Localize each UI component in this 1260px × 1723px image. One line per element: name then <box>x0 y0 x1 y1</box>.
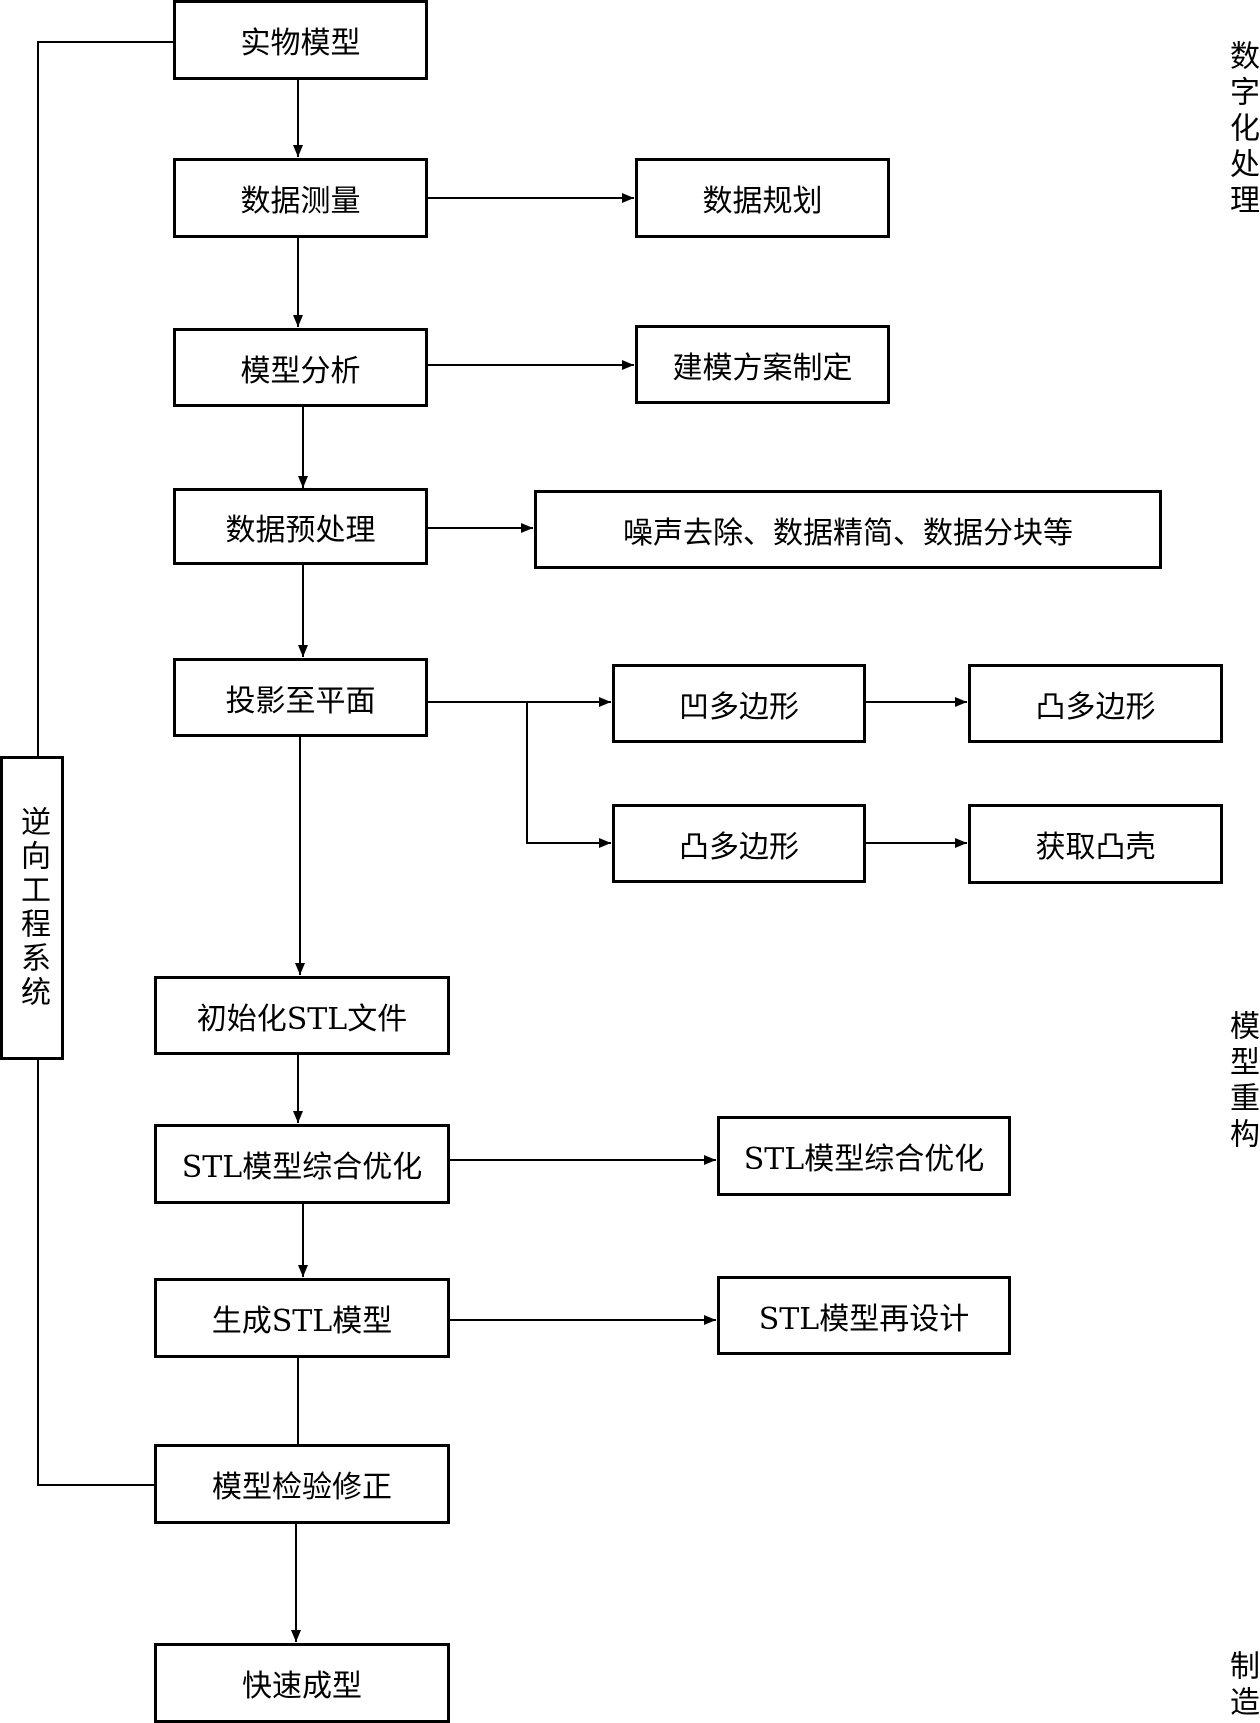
label-project-to-plane: 投影至平面 <box>225 683 376 719</box>
stage-label-manufacturing: 制造 <box>1224 1650 1259 1722</box>
label-stl-optimize-detail: STL模型综合优化 <box>743 1142 985 1177</box>
stage-label-reconstruction: 模型重构 <box>1224 1010 1259 1154</box>
label-data-planning: 数据规划 <box>702 184 823 219</box>
box-modeling-plan: 建模方案制定 <box>635 325 890 404</box>
box-project-to-plane: 投影至平面 <box>173 658 428 737</box>
box-physical-model: 实物模型 <box>173 0 428 80</box>
box-generate-stl: 生成STL模型 <box>154 1278 450 1358</box>
box-model-analysis: 模型分析 <box>173 328 428 407</box>
box-data-preprocessing: 数据预处理 <box>173 488 428 565</box>
feedback-loop-bottom <box>37 1060 154 1486</box>
label-preprocess-detail: 噪声去除、数据精简、数据分块等 <box>623 515 1073 551</box>
label-convex-polygon-right: 凸多边形 <box>1035 689 1156 725</box>
box-stl-redesign: STL模型再设计 <box>717 1276 1011 1355</box>
label-physical-model: 实物模型 <box>240 26 361 61</box>
label-convex-hull: 获取凸壳 <box>1035 830 1156 865</box>
feedback-loop-top <box>37 41 173 756</box>
label-data-measurement: 数据测量 <box>240 184 361 219</box>
box-init-stl-file: 初始化STL文件 <box>154 976 450 1055</box>
box-concave-polygon: 凹多边形 <box>612 664 866 743</box>
label-stl-redesign: STL模型再设计 <box>758 1301 970 1337</box>
label-generate-stl: 生成STL模型 <box>211 1304 393 1339</box>
label-data-preprocessing: 数据预处理 <box>225 512 376 548</box>
box-reverse-engineering-system: 逆向工程系统 <box>0 756 64 1060</box>
stage-label-digitizing: 数字化处理 <box>1224 40 1259 220</box>
box-rapid-prototyping: 快速成型 <box>154 1643 450 1723</box>
box-convex-polygon-right: 凸多边形 <box>968 664 1223 743</box>
box-convex-hull: 获取凸壳 <box>968 804 1223 884</box>
box-data-planning: 数据规划 <box>635 158 890 238</box>
label-rapid-prototyping: 快速成型 <box>242 1669 362 1704</box>
label-concave-polygon: 凹多边形 <box>679 689 799 725</box>
box-convex-polygon-lower: 凸多边形 <box>612 804 866 883</box>
arrow-convex-lower <box>526 702 611 848</box>
label-init-stl-file: 初始化STL文件 <box>196 1001 408 1037</box>
box-stl-optimize: STL模型综合优化 <box>154 1124 450 1204</box>
box-preprocess-detail: 噪声去除、数据精简、数据分块等 <box>534 490 1162 569</box>
label-modeling-plan: 建模方案制定 <box>672 350 853 386</box>
label-reverse-engineering-system: 逆向工程系统 <box>15 806 50 1010</box>
label-model-analysis: 模型分析 <box>240 353 361 389</box>
box-stl-optimize-detail: STL模型综合优化 <box>717 1116 1011 1196</box>
label-model-inspection: 模型检验修正 <box>212 1470 392 1505</box>
box-model-inspection: 模型检验修正 <box>154 1444 450 1524</box>
label-convex-polygon-lower: 凸多边形 <box>679 829 799 865</box>
box-data-measurement: 数据测量 <box>173 158 428 238</box>
label-stl-optimize: STL模型综合优化 <box>181 1150 423 1185</box>
